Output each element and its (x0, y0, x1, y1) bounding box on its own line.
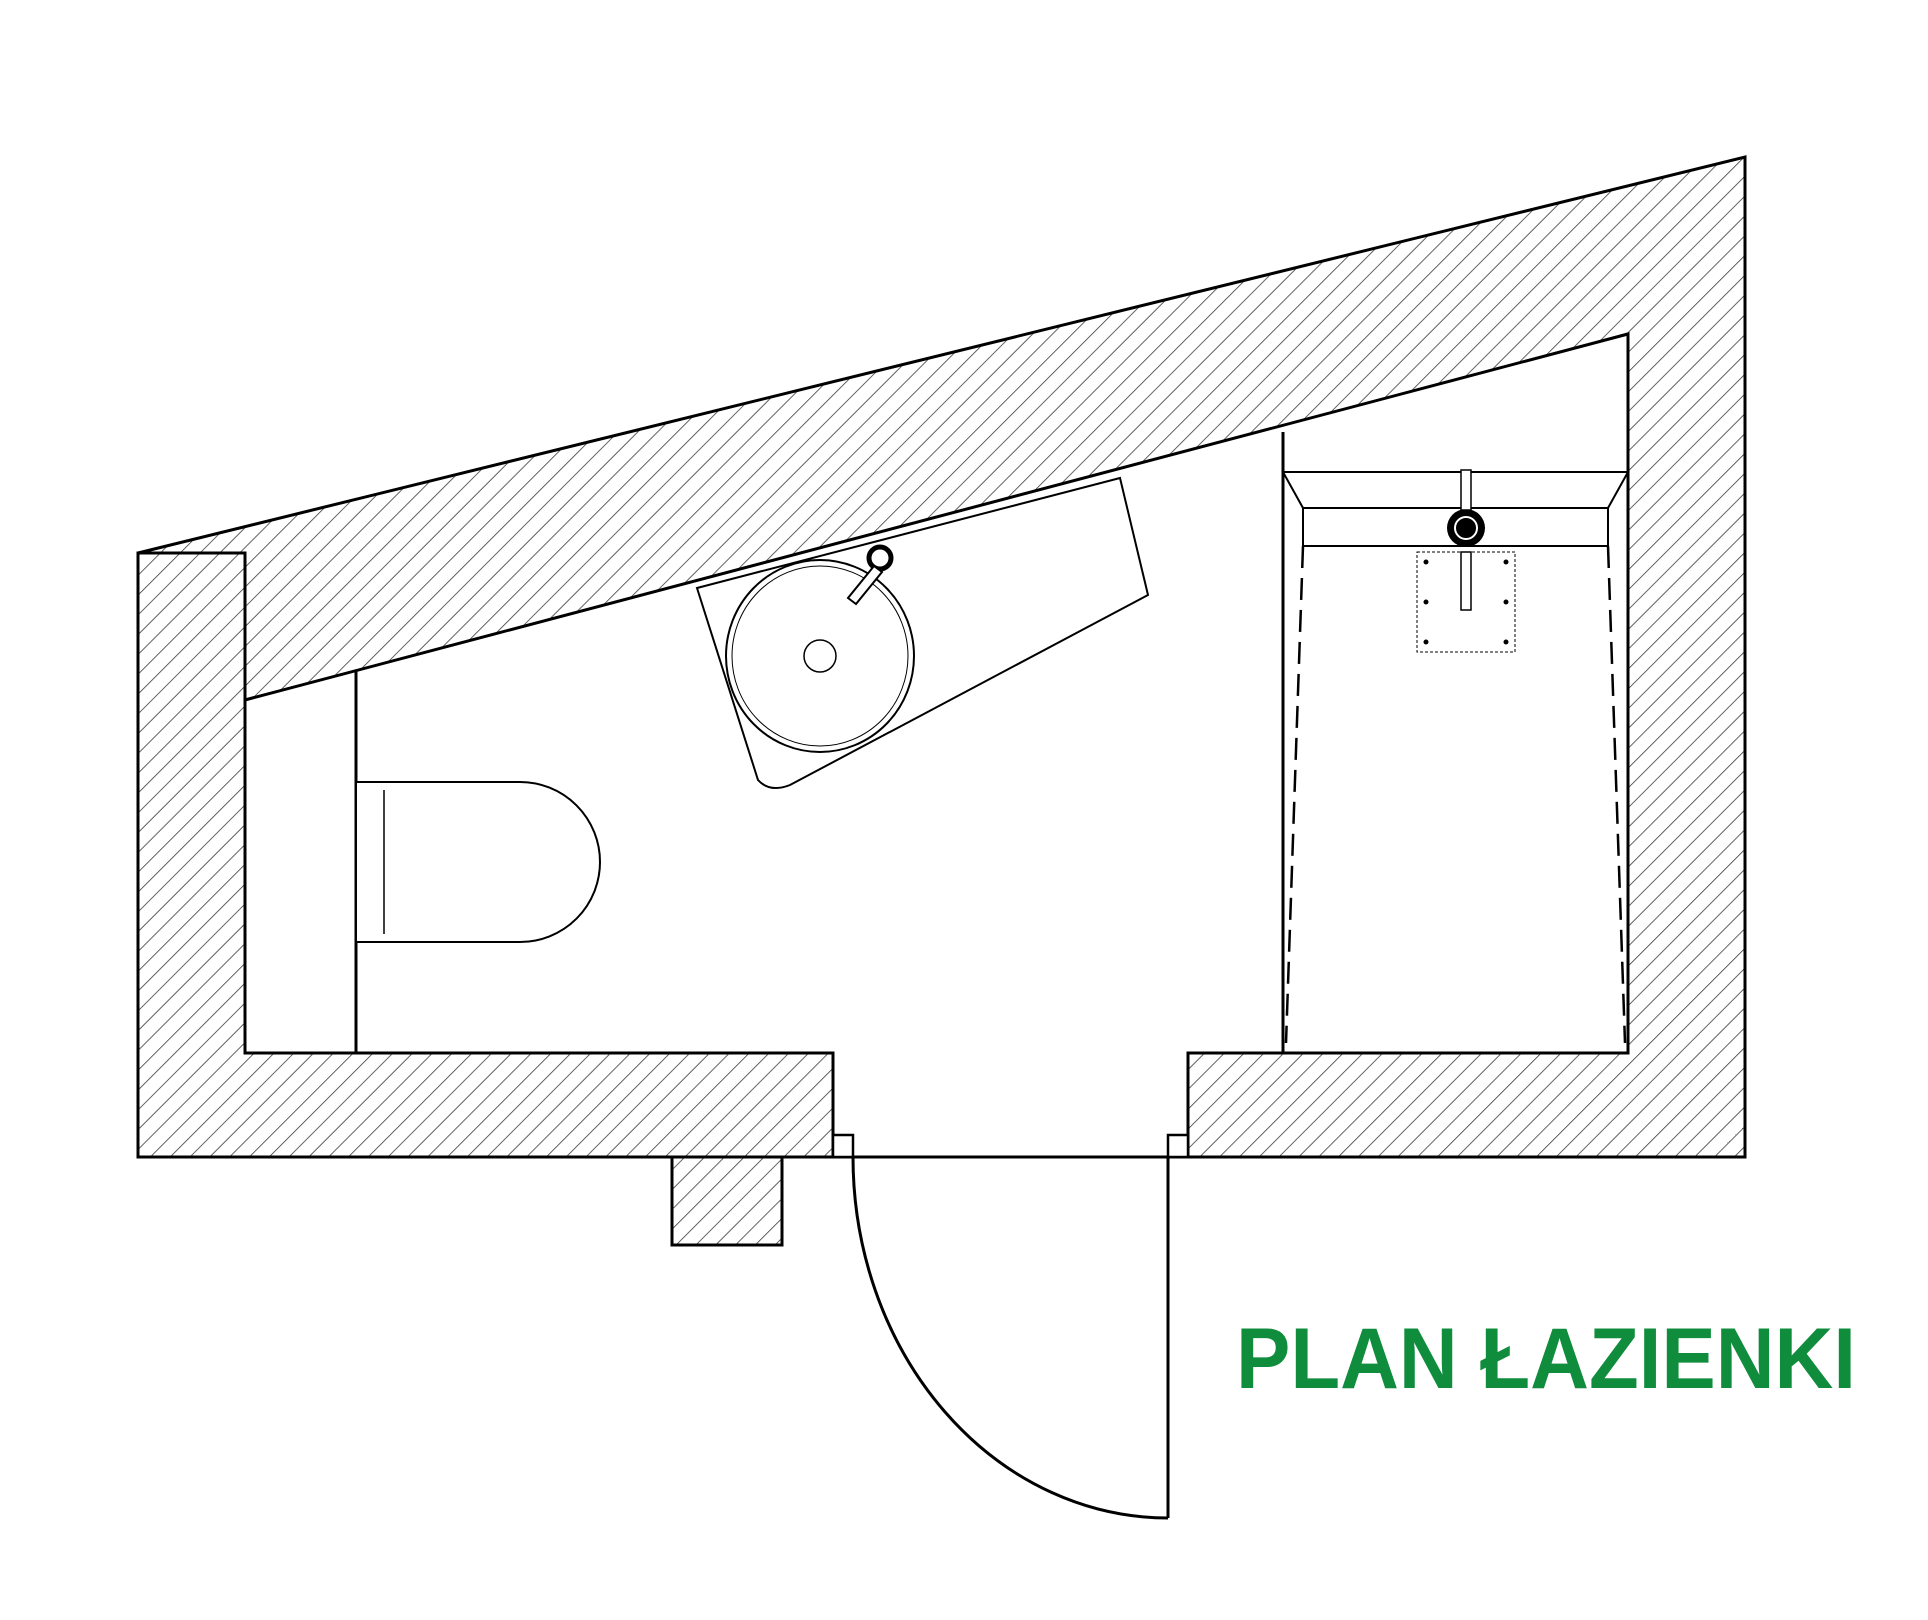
plan-title: PLAN ŁAZIENKI (1236, 1311, 1856, 1407)
wall-segment-bottom-left (136, 551, 835, 1159)
shower-icon (1281, 432, 1630, 1053)
door-jamb-left (831, 1133, 855, 1159)
sink-icon (695, 476, 1150, 790)
wall-stub-lower-left (670, 1155, 784, 1247)
toilet-icon (355, 781, 601, 943)
door-jamb-right (1166, 1133, 1190, 1159)
door-swing-icon (851, 1156, 1170, 1520)
